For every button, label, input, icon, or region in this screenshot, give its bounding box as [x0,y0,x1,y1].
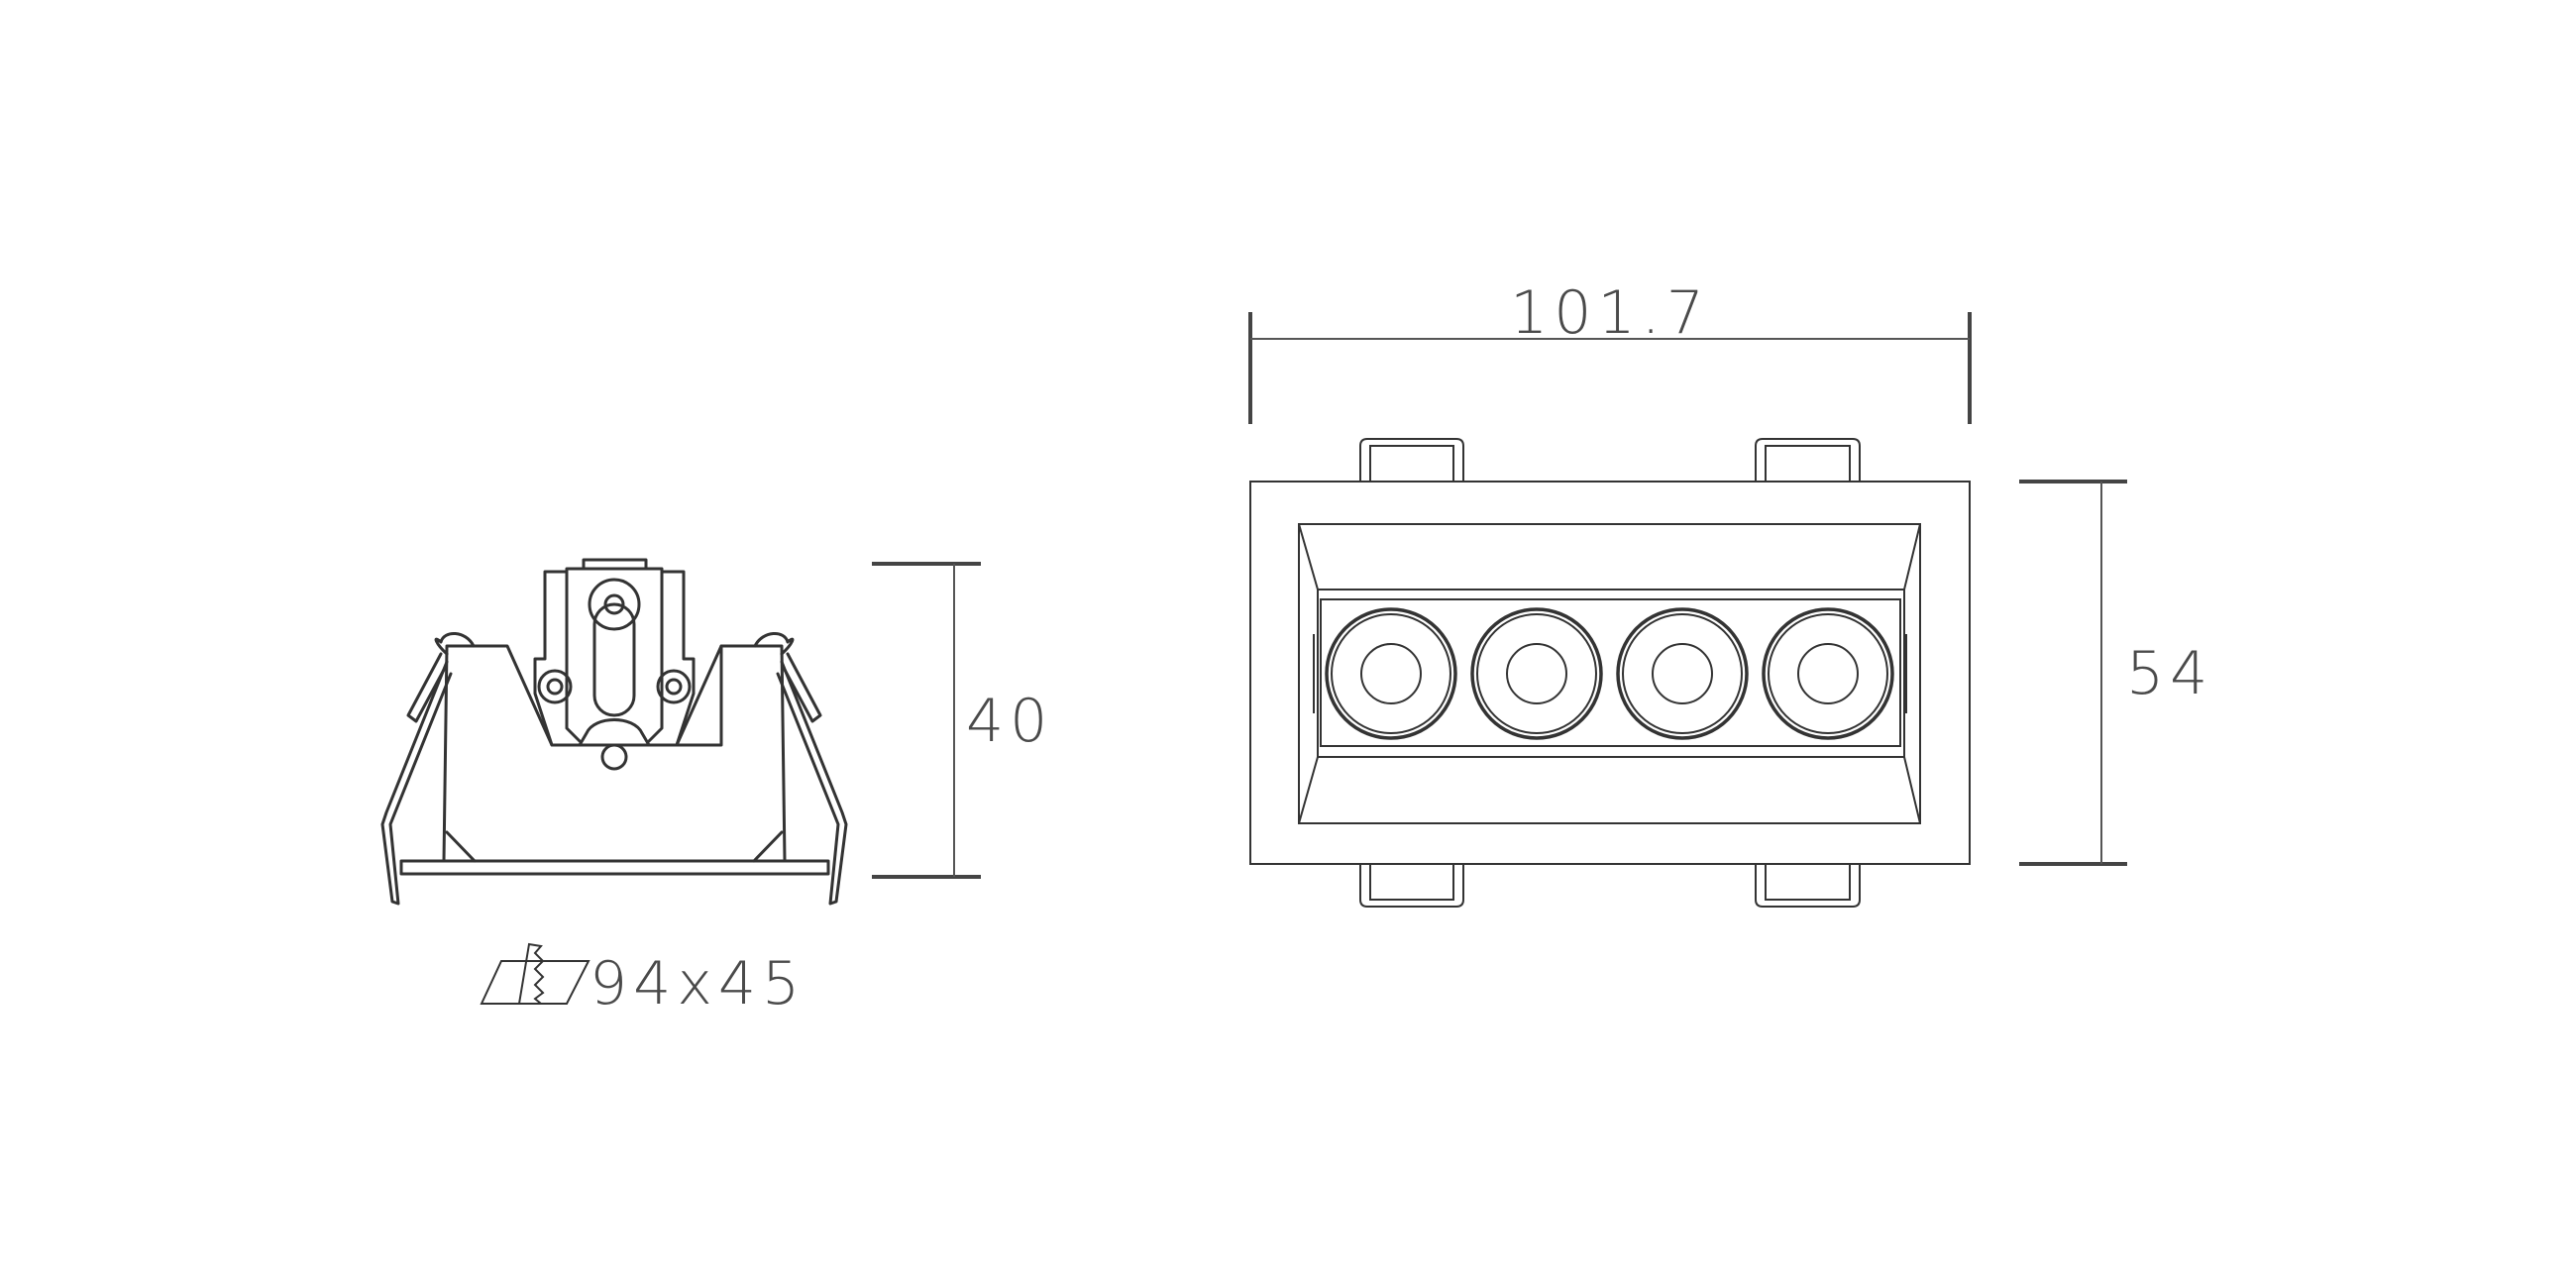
led-lens [1616,607,1749,740]
side-screw-icon [537,669,573,704]
right-spring [753,632,848,906]
lens-ring [1470,607,1603,740]
pivot-screw-icon [588,578,641,631]
lens-ring [1768,613,1888,734]
led-strip [1320,598,1901,747]
mounting-clips [1359,438,1861,908]
led-array [1325,607,1894,740]
side-height-label: 40 [966,687,1053,756]
led-emitter [1652,643,1713,704]
lens-ring [1622,613,1743,734]
side-screw-icon [656,669,692,704]
led-emitter [1360,643,1422,704]
corner-right [752,830,784,863]
housing-body [442,644,787,863]
lens-ring [1762,607,1894,740]
lens-ring [1476,613,1597,734]
lens-ring [1331,613,1451,734]
bracket [533,567,696,747]
width-dimension: 101.7 [1248,278,1972,424]
led-lens [1325,607,1457,740]
side-view: 40 94x45 [380,558,1053,1019]
flange [399,859,830,876]
led-lens [1470,607,1603,740]
trim-frame [1249,481,1971,865]
led-lens [1762,607,1894,740]
width-label: 101.7 [1510,278,1710,348]
corner-left [445,830,477,863]
height-dimension: 54 [2019,480,2213,866]
lens-ring [1325,607,1457,740]
led-emitter [1797,643,1859,704]
side-height-dimension: 40 [872,562,1053,879]
front-view: 101.7 54 [1248,278,2213,908]
height-label: 54 [2126,639,2213,708]
left-spring [380,632,476,906]
led-emitter [1506,643,1567,704]
cutout-size-label: 94x45 [590,949,805,1019]
ceiling-cutout-icon [480,942,590,1005]
lens-ring [1616,607,1749,740]
adjust-slot [592,602,636,717]
reflector-opening [1298,523,1921,824]
lock-hole [600,743,628,771]
